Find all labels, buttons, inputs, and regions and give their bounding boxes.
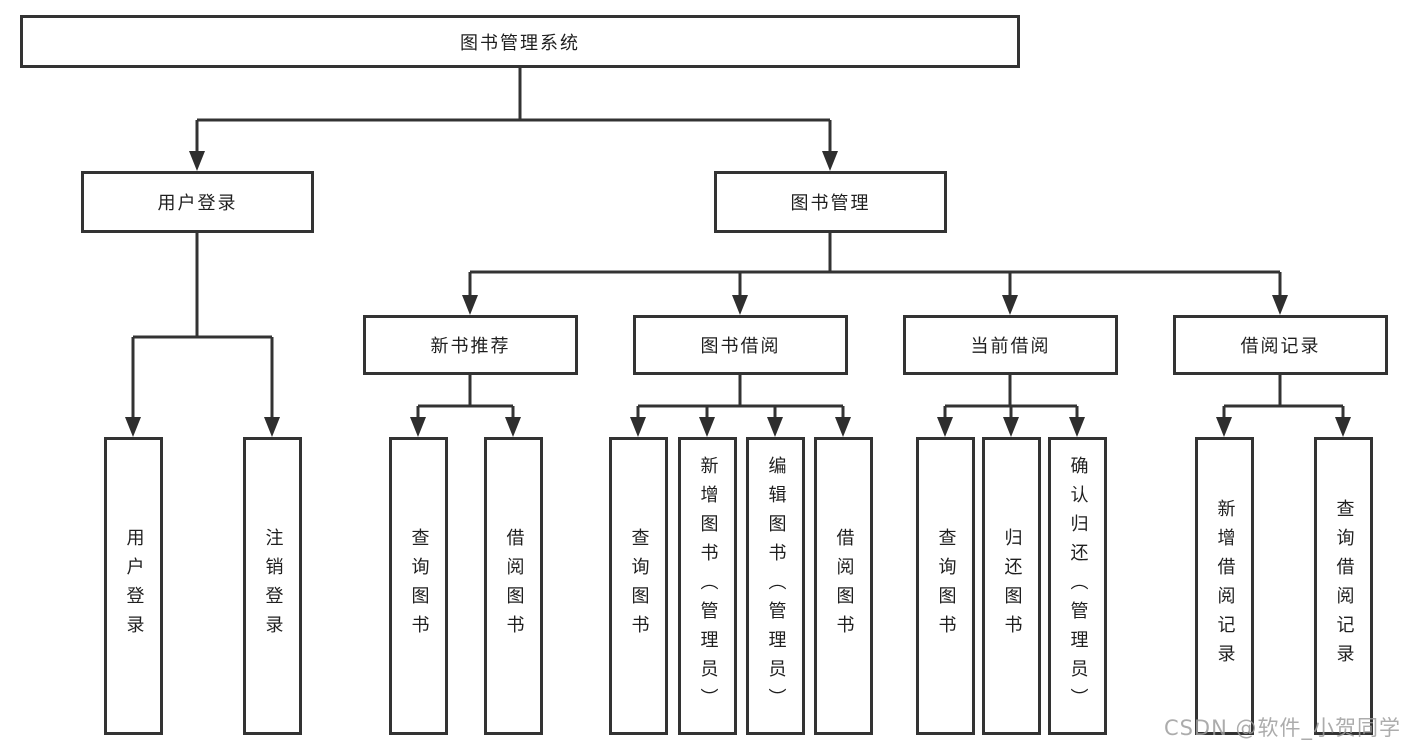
- node-new-book-recommend-label: 新书推荐: [430, 336, 511, 357]
- leaf-confirm-return-admin: 确认归还（管理员）: [1048, 437, 1107, 735]
- leaf-confirm-return-admin-label: 确认归还（管理员）: [1067, 455, 1089, 717]
- node-book-management: 图书管理: [714, 171, 947, 233]
- node-new-book-recommend: 新书推荐: [363, 315, 578, 375]
- leaf-query-book-recommend: 查询图书: [389, 437, 448, 735]
- leaf-query-borrow-record-label: 查询借阅记录: [1333, 499, 1355, 673]
- node-book-borrow-label: 图书借阅: [700, 336, 781, 357]
- leaf-borrow-book-recommend: 借阅图书: [484, 437, 543, 735]
- leaf-borrow-book: 借阅图书: [814, 437, 873, 735]
- node-root-label: 图书管理系统: [460, 32, 580, 54]
- leaf-query-book-current: 查询图书: [916, 437, 975, 735]
- leaf-query-borrow-record: 查询借阅记录: [1314, 437, 1373, 735]
- leaf-add-borrow-record: 新增借阅记录: [1195, 437, 1254, 735]
- csdn-watermark: CSDN @软件_小贺同学: [1163, 716, 1401, 740]
- leaf-user-login: 用户登录: [104, 437, 163, 735]
- node-borrow-records: 借阅记录: [1173, 315, 1388, 375]
- leaf-borrow-book-label: 借阅图书: [833, 528, 855, 644]
- node-current-borrow: 当前借阅: [903, 315, 1118, 375]
- node-current-borrow-label: 当前借阅: [970, 336, 1051, 357]
- leaf-edit-book-admin: 编辑图书（管理员）: [746, 437, 805, 735]
- leaf-return-book-label: 归还图书: [1001, 528, 1023, 644]
- leaf-add-book-admin: 新增图书（管理员）: [678, 437, 737, 735]
- node-user-login-label: 用户登录: [157, 193, 238, 214]
- leaf-return-book: 归还图书: [982, 437, 1041, 735]
- leaf-logout-label: 注销登录: [262, 528, 284, 644]
- node-user-login: 用户登录: [81, 171, 314, 233]
- leaf-add-book-admin-label: 新增图书（管理员）: [697, 455, 719, 717]
- leaf-query-book-current-label: 查询图书: [935, 528, 957, 644]
- leaf-add-borrow-record-label: 新增借阅记录: [1214, 499, 1236, 673]
- leaf-user-login-label: 用户登录: [123, 528, 145, 644]
- node-root-system: 图书管理系统: [20, 15, 1020, 68]
- leaf-logout: 注销登录: [243, 437, 302, 735]
- leaf-query-book-borrow: 查询图书: [609, 437, 668, 735]
- leaf-edit-book-admin-label: 编辑图书（管理员）: [765, 455, 787, 717]
- leaf-query-book-borrow-label: 查询图书: [628, 528, 650, 644]
- leaf-borrow-book-recommend-label: 借阅图书: [503, 528, 525, 644]
- node-book-management-label: 图书管理: [790, 193, 871, 214]
- leaf-query-book-recommend-label: 查询图书: [408, 528, 430, 644]
- node-borrow-records-label: 借阅记录: [1240, 336, 1321, 357]
- node-book-borrow: 图书借阅: [633, 315, 848, 375]
